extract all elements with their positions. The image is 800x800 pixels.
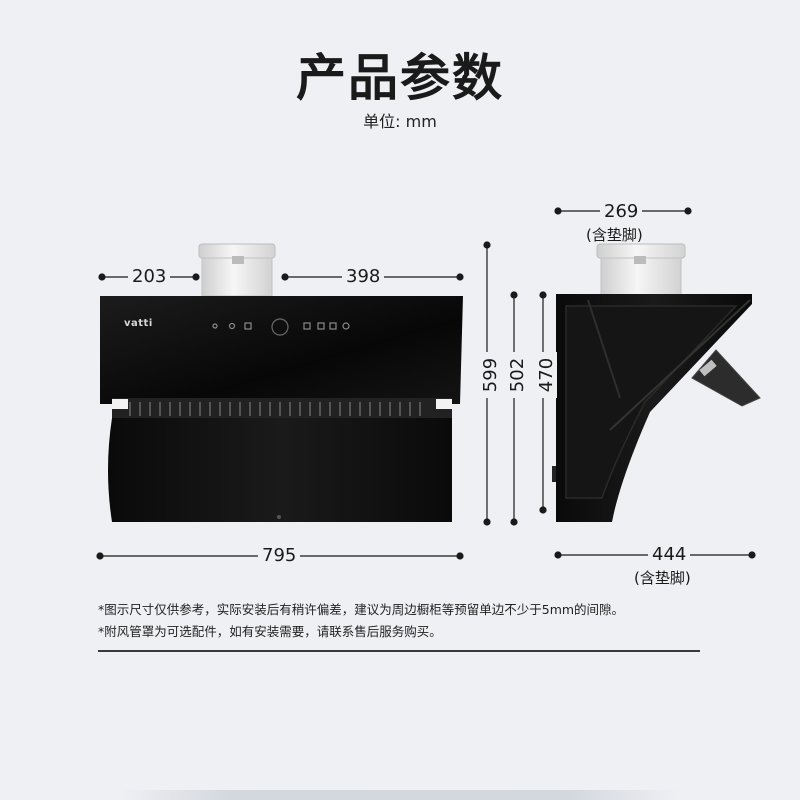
control-panel (212, 318, 350, 336)
clean-icon (342, 322, 350, 330)
front-duct (198, 243, 276, 297)
display-ring-icon (271, 318, 289, 336)
light-icon (228, 322, 236, 330)
side-flap (691, 349, 761, 407)
divider (98, 650, 700, 652)
fan-high-icon (329, 322, 337, 330)
dim-height-502: 502 (507, 352, 528, 398)
front-lower-body (108, 418, 452, 522)
front-left-light (112, 399, 128, 409)
dim-left-top: 203 (128, 267, 171, 287)
dim-side-top: 269 (600, 202, 643, 222)
dim-side-top-note: (含垫脚) (586, 226, 643, 244)
power-icon (212, 323, 218, 329)
brand-logo: vatti (124, 318, 153, 329)
dim-height-470: 470 (536, 352, 557, 398)
front-right-light (436, 399, 452, 409)
front-glass-panel (100, 296, 463, 404)
dim-width: 795 (258, 546, 301, 566)
unit-label: 单位: mm (363, 112, 437, 131)
timer-icon (244, 322, 252, 330)
dim-right-top: 398 (342, 267, 385, 287)
front-view-hood (100, 243, 463, 522)
fan-mid-icon (317, 322, 325, 330)
page-title: 产品参数 (296, 49, 504, 107)
fan-low-icon (303, 322, 311, 330)
side-view-hood (552, 243, 761, 522)
side-duct (596, 243, 686, 297)
dim-side-bottom-note: (含垫脚) (634, 569, 691, 587)
note-1: *图示尺寸仅供参考，实际安装后有稍许偏差，建议为周边橱柜等预留单边不少于5mm的… (98, 602, 625, 617)
note-2: *附风管罩为可选配件，如有安装需要，请联系售后服务购买。 (98, 624, 442, 639)
dim-height: 599 (480, 352, 501, 398)
bottom-cut-off-strip (120, 790, 680, 800)
dim-side-bottom: 444 (648, 545, 691, 565)
front-vent (112, 398, 452, 418)
